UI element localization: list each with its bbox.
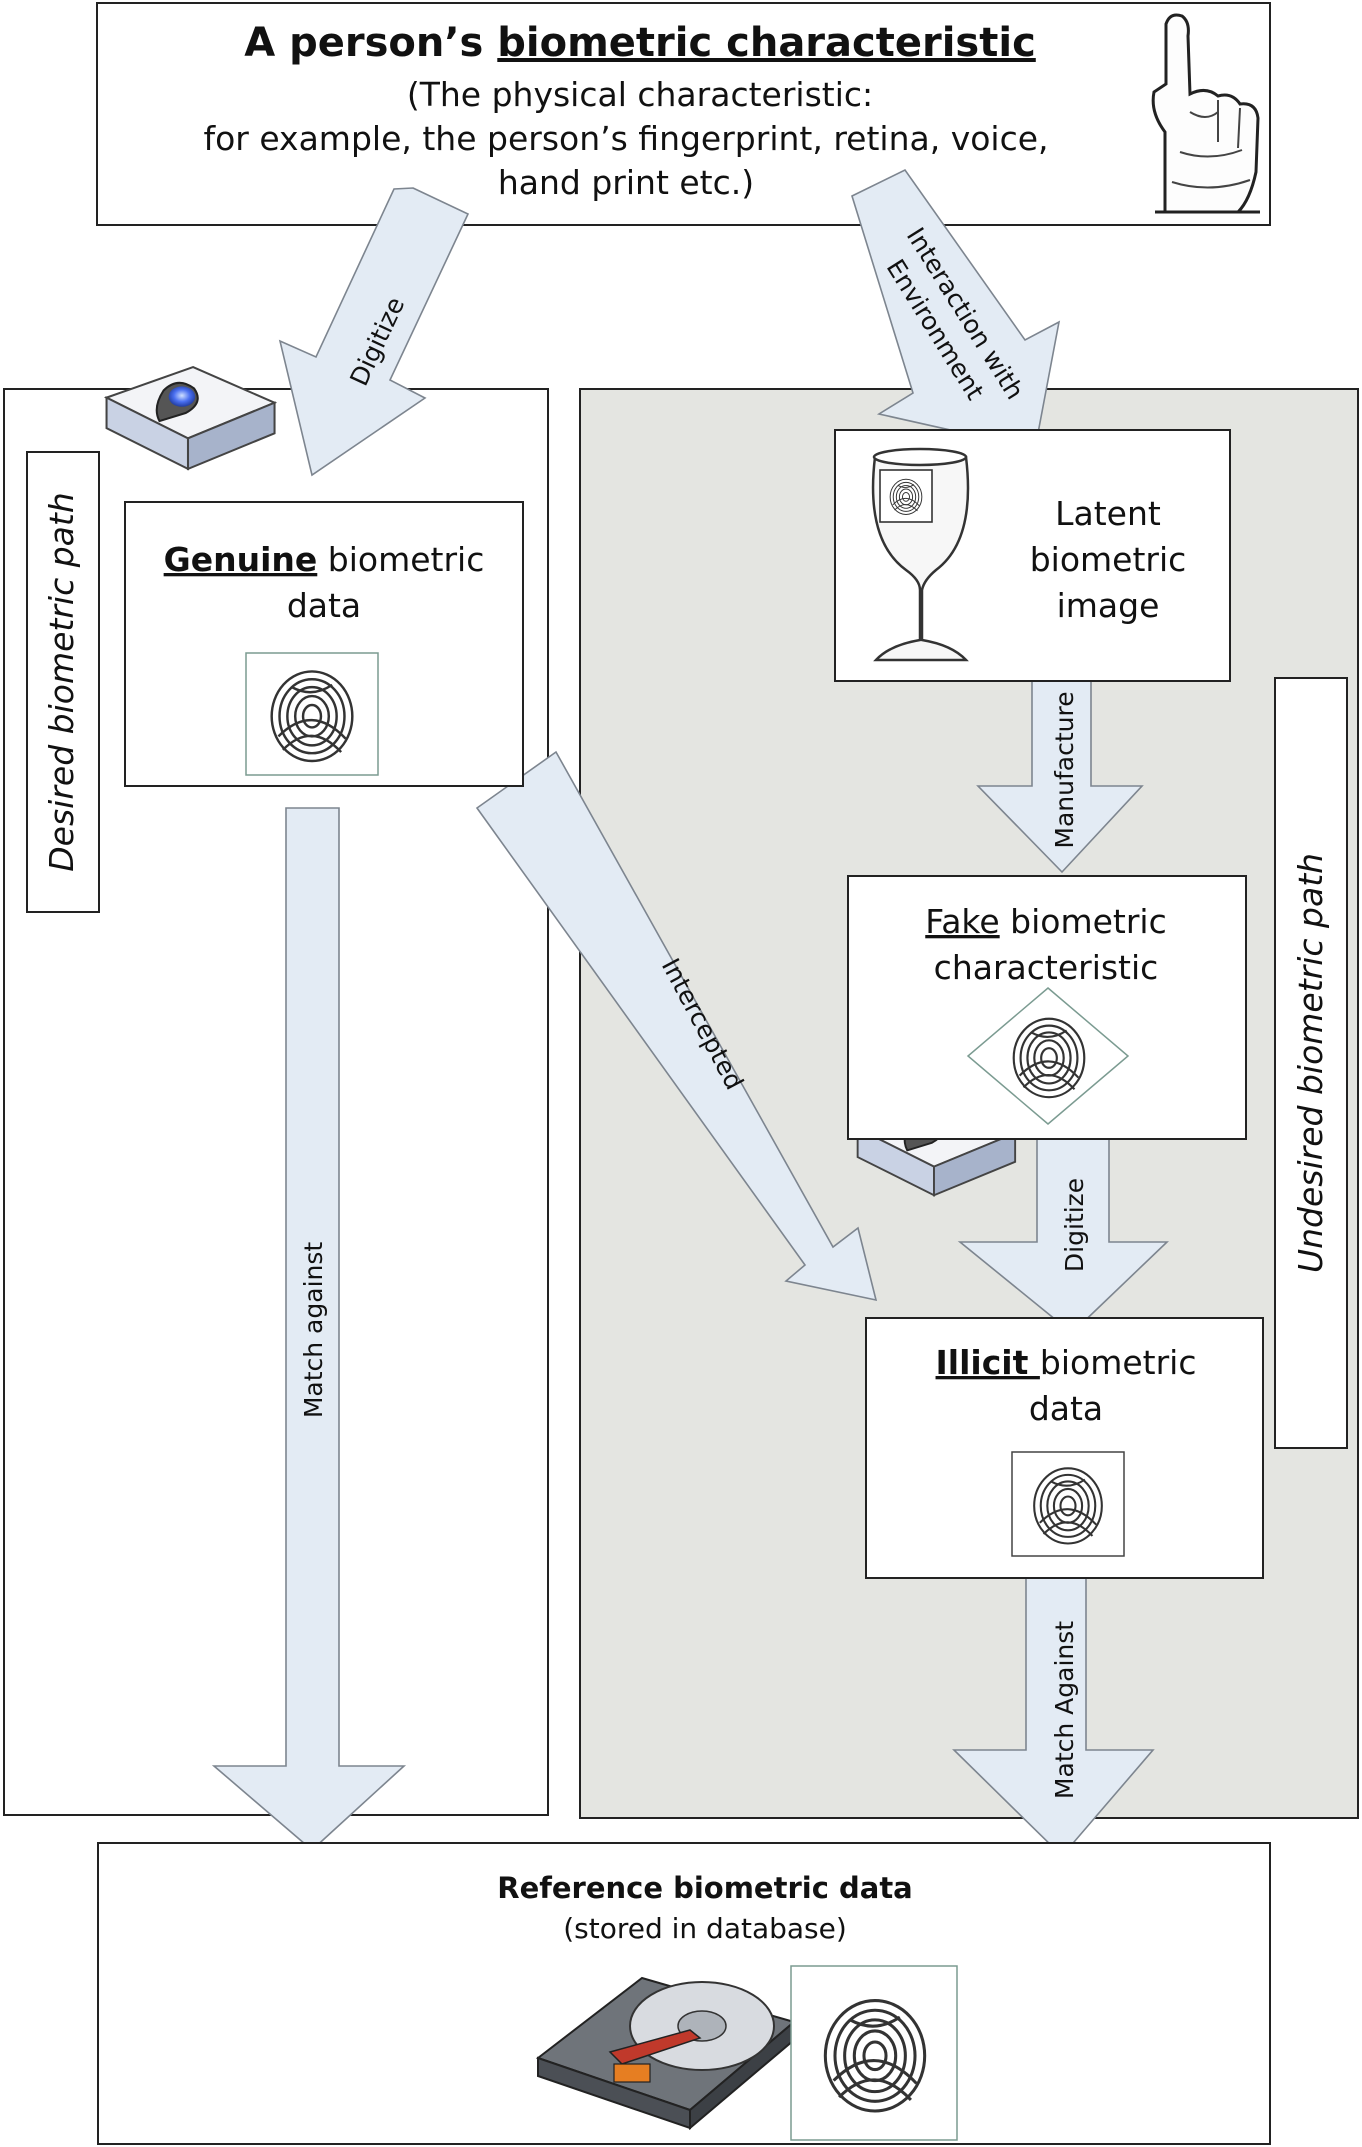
match-against-right-label: Match Against (1050, 1621, 1079, 1799)
latent-line-1: Latent (1055, 494, 1161, 533)
hard-drive-icon (535, 1976, 797, 2131)
top-characteristic-box: A person’s biometric characteristic (The… (96, 2, 1271, 226)
match-against-left-label: Match against (299, 1242, 328, 1419)
fake-title: Fake biometric (925, 902, 1166, 941)
genuine-line-2: data (287, 586, 361, 625)
reference-title: Reference biometric data (497, 1871, 913, 1905)
fake-line-2: characteristic (934, 948, 1159, 987)
genuine-title: Genuine biometric (164, 540, 485, 579)
desired-path-label: Desired biometric path (42, 492, 81, 871)
illicit-line-2: data (1029, 1389, 1103, 1428)
latent-image-box: Latent biometric image (834, 429, 1231, 682)
illicit-title: Illicit biometric (936, 1343, 1197, 1382)
latent-line-2: biometric (1030, 540, 1187, 579)
undesired-path-label-box: Undesired biometric path (1274, 677, 1348, 1449)
manufacture-label: Manufacture (1050, 691, 1079, 848)
top-title: A person’s biometric characteristic (244, 20, 1036, 66)
illicit-data-box: Illicit biometric data (865, 1317, 1264, 1579)
wine-glass-icon (871, 447, 970, 662)
reference-subtitle: (stored in database) (563, 1912, 847, 1945)
top-line-1: (The physical characteristic: (407, 75, 873, 114)
manufacture-arrow: Manufacture (976, 667, 1144, 874)
latent-line-3: image (1057, 586, 1160, 625)
pointing-hand-icon (1151, 13, 1260, 214)
undesired-path-label: Undesired biometric path (1291, 853, 1330, 1273)
digitize-left-arrow: Digitize (278, 187, 470, 477)
match-against-left-arrow: Match against (211, 807, 407, 1852)
genuine-data-box: Genuine biometric data (124, 501, 524, 787)
desired-path-label-box: Desired biometric path (26, 451, 100, 913)
top-line-3: hand print etc.) (498, 163, 754, 202)
digitize-right-label: Digitize (1060, 1178, 1089, 1272)
fake-characteristic-box: Fake biometric characteristic (847, 875, 1247, 1140)
top-line-2: for example, the person’s fingerprint, r… (203, 119, 1048, 158)
reference-data-box: Reference biometric data (stored in data… (97, 1842, 1271, 2145)
match-against-right-arrow: Match Against (952, 1571, 1155, 1858)
digitize-right-arrow: Digitize (957, 1117, 1169, 1335)
